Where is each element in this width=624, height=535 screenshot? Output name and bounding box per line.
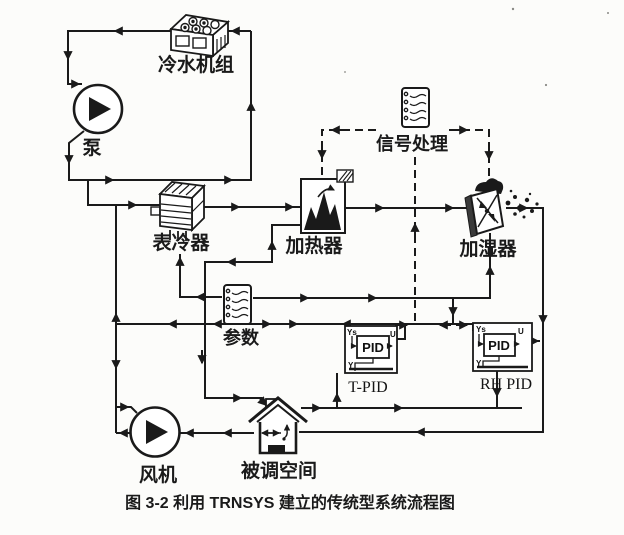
conditioned-space-label: 被调空间 — [241, 459, 317, 482]
t-pid-port-ys: Ys — [347, 328, 357, 337]
pump-label: 泵 — [82, 137, 101, 159]
pump-icon — [72, 83, 124, 135]
humidifier-label: 加湿器 — [458, 238, 517, 260]
humidifier-spray — [505, 189, 539, 219]
conditioned-space-icon — [248, 396, 308, 455]
fan-rotor-triangle — [146, 420, 168, 444]
heater-icon — [300, 169, 354, 234]
chiller-icon — [169, 14, 231, 58]
heater-label: 加热器 — [284, 234, 343, 257]
fan-icon — [129, 406, 181, 458]
wire-coil-feed — [87, 180, 160, 206]
rh-pid-label: RH PID — [480, 376, 532, 393]
chiller-label: 冷水机组 — [158, 53, 234, 76]
t-pid-box-label: PID — [362, 340, 384, 355]
rh-pid-box: Ys U Y PID — [472, 322, 533, 372]
rh-pid-box-label: PID — [488, 338, 510, 353]
rh-pid-port-y: Y — [476, 359, 482, 368]
dash-signal-to-humidifier — [449, 129, 490, 184]
humidifier-icon — [464, 178, 539, 238]
parameters-icon — [223, 284, 252, 325]
wire-params-right — [253, 233, 491, 299]
fan-label: 风机 — [139, 464, 177, 486]
rh-pid-port-u: U — [518, 327, 524, 336]
pump-rotor-triangle — [89, 97, 111, 121]
t-pid-label: T-PID — [348, 379, 387, 396]
scan-specks — [344, 7, 609, 87]
flow-arrows — [63, 26, 548, 438]
t-pid-port-y: Y — [348, 361, 354, 370]
t-pid-box: Ys U Y PID — [344, 325, 398, 374]
figure-caption: 图 3-2 利用 TRNSYS 建立的传统型系统流程图 — [125, 493, 455, 512]
dash-signal-to-heater — [321, 129, 376, 177]
wire-params-to-coil — [179, 254, 222, 298]
heater-curve — [304, 192, 341, 230]
cooling-coil-label: 表冷器 — [152, 231, 210, 254]
wire-pump-return — [68, 31, 252, 181]
rh-pid-port-ys: Ys — [476, 325, 486, 334]
control-lines-dashed — [321, 129, 490, 325]
parameters-label: 参数 — [223, 327, 260, 348]
signal-processor-label: 信号处理 — [376, 133, 448, 154]
t-pid-port-u: U — [390, 330, 396, 339]
cooling-coil-icon — [150, 181, 206, 241]
signal-processor-icon — [401, 87, 430, 128]
